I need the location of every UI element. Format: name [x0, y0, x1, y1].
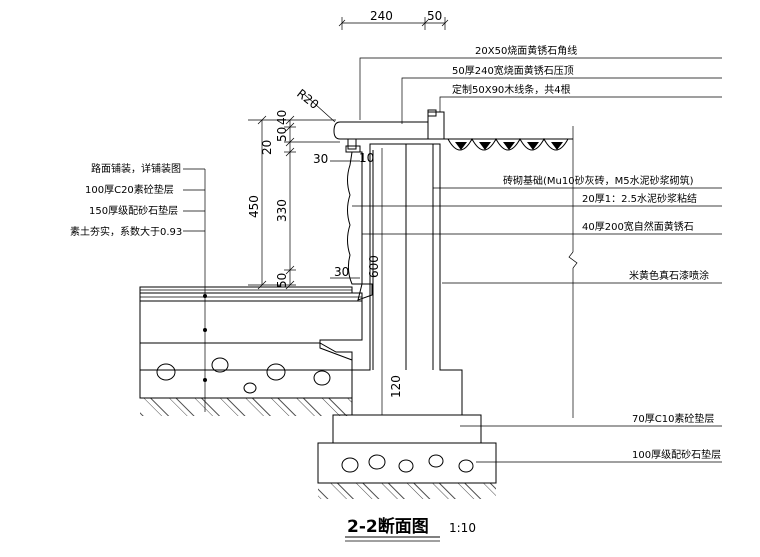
label-c10-layer: 70厚C10素砼垫层	[632, 412, 714, 425]
dim-10: 10	[359, 151, 374, 165]
dim-r20: R20	[294, 86, 321, 112]
coping-stone	[333, 109, 445, 153]
dim-120: 120	[389, 375, 403, 398]
dim-30-top: 30	[313, 152, 328, 166]
dim-20: 20	[260, 140, 274, 155]
top-dimension: 240 50	[338, 9, 449, 30]
foundation	[317, 414, 497, 499]
label-c20-layer: 100厚C20素砼垫层	[85, 183, 174, 196]
dim-330: 330	[275, 199, 289, 222]
label-gravel-layer: 100厚级配砂石垫层	[632, 448, 721, 461]
label-wood-strip: 定制50X90木线条，共4根	[452, 83, 571, 96]
label-mortar: 20厚1：2.5水泥砂浆粘结	[582, 192, 697, 205]
right-leaders	[352, 57, 722, 463]
label-natural-stone: 40厚200宽自然面黄锈石	[582, 220, 694, 233]
dim-50-top: 50	[427, 9, 442, 23]
label-brick-base: 砖砌基础(Mu10砂灰砖，M5水泥砂浆砌筑)	[503, 174, 694, 187]
label-compacted-soil: 素土夯实，系数大于0.93	[70, 225, 182, 238]
label-paint: 米黄色真石漆喷涂	[629, 269, 709, 282]
label-coping: 50厚240宽烧面黄锈石压顶	[452, 64, 574, 77]
title-text: 2-2断面图	[347, 516, 429, 537]
wall-body	[347, 143, 463, 416]
dim-450: 450	[247, 195, 261, 218]
paving-left	[139, 286, 363, 416]
dim-240: 240	[370, 9, 393, 23]
dim-30-bottom: 30	[334, 265, 349, 279]
dim-40: 40	[275, 110, 289, 125]
label-corner-stone: 20X50烧面黄锈石角线	[475, 44, 577, 57]
scale-text: 1:10	[449, 521, 476, 535]
drawing-title: 2-2断面图 1:10	[345, 516, 476, 542]
dim-50-bottom: 50	[275, 273, 289, 288]
ground-right	[444, 137, 573, 151]
dim-50: 50	[275, 127, 289, 142]
right-labels: 20X50烧面黄锈石角线 50厚240宽烧面黄锈石压顶 定制50X90木线条，共…	[452, 44, 721, 461]
dim-600: 600	[367, 255, 381, 278]
label-paving: 路面铺装，详铺装图	[91, 162, 181, 175]
label-gravel-left: 150厚级配砂石垫层	[89, 204, 178, 217]
left-labels: 路面铺装，详铺装图 100厚C20素砼垫层 150厚级配砂石垫层 素土夯实，系数…	[70, 162, 207, 412]
